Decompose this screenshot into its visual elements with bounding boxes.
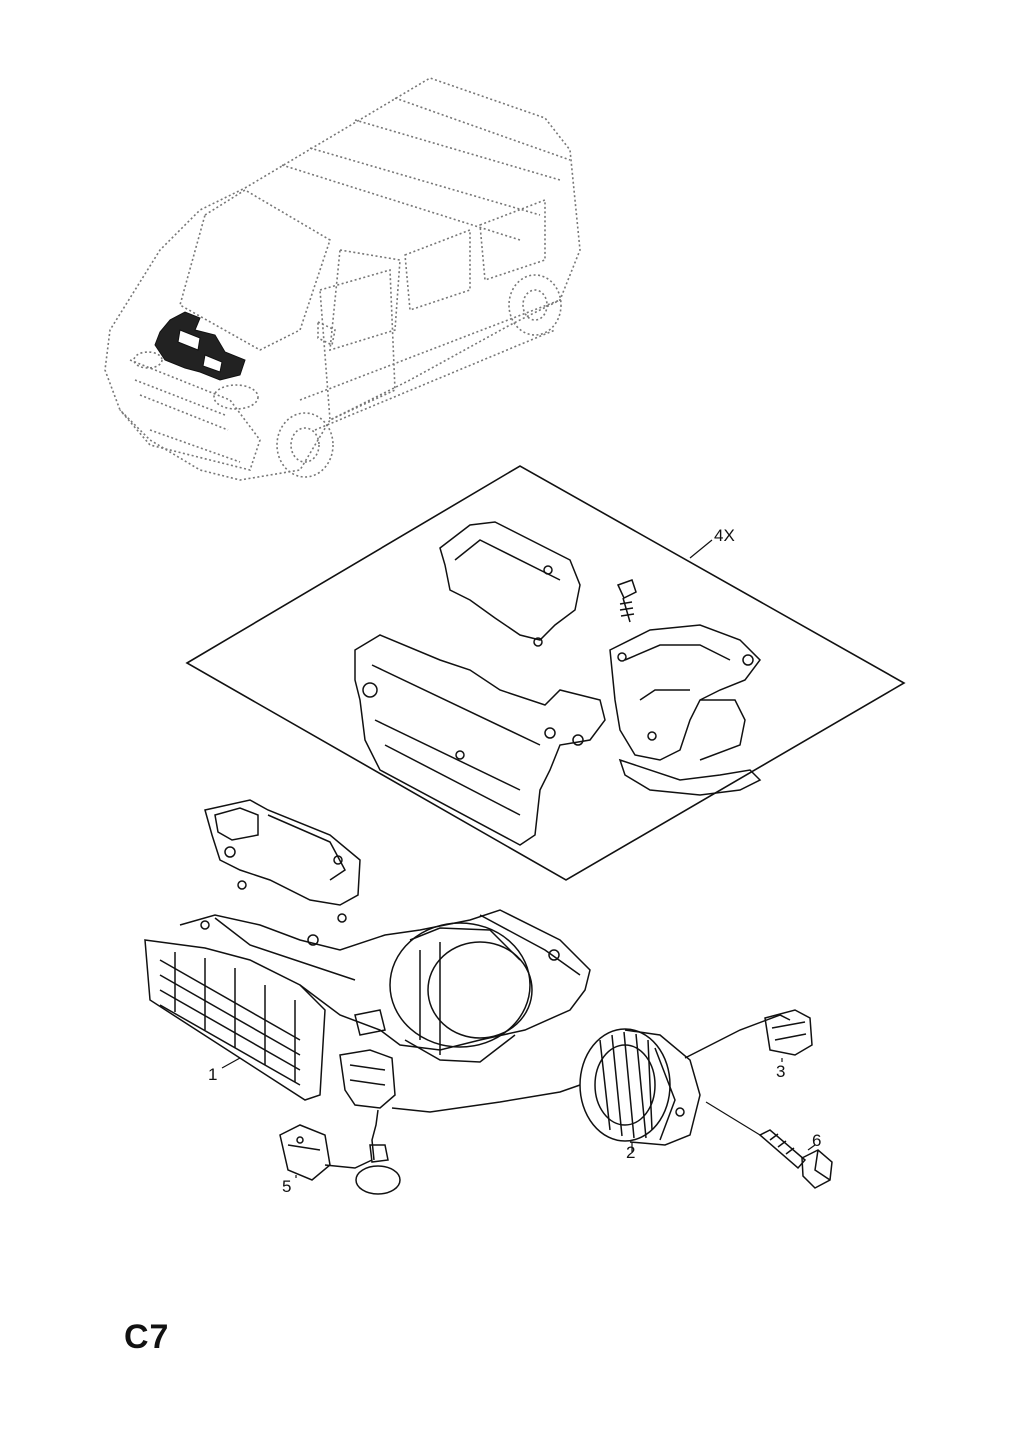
callout-1: 1: [208, 1065, 217, 1084]
kit-frame-4x: [185, 465, 906, 881]
callout-4x: 4X: [714, 526, 735, 545]
heater-housing-kit: [354, 521, 762, 846]
callout-3: 3: [776, 1062, 785, 1081]
connector-3: [764, 1009, 813, 1056]
vehicle-locator: [104, 77, 581, 481]
highlighted-heater-location: [154, 311, 246, 381]
callout-2: 2: [626, 1143, 635, 1162]
callout-6: 6: [812, 1131, 821, 1150]
blower-motor: [579, 1014, 791, 1146]
bolt-6: [758, 1129, 833, 1189]
page-code: C7: [124, 1318, 170, 1356]
actuator-5: [279, 1124, 373, 1181]
leader-lines: [221, 1057, 816, 1178]
callout-5: 5: [282, 1177, 291, 1196]
heater-assembly: [144, 799, 591, 1195]
